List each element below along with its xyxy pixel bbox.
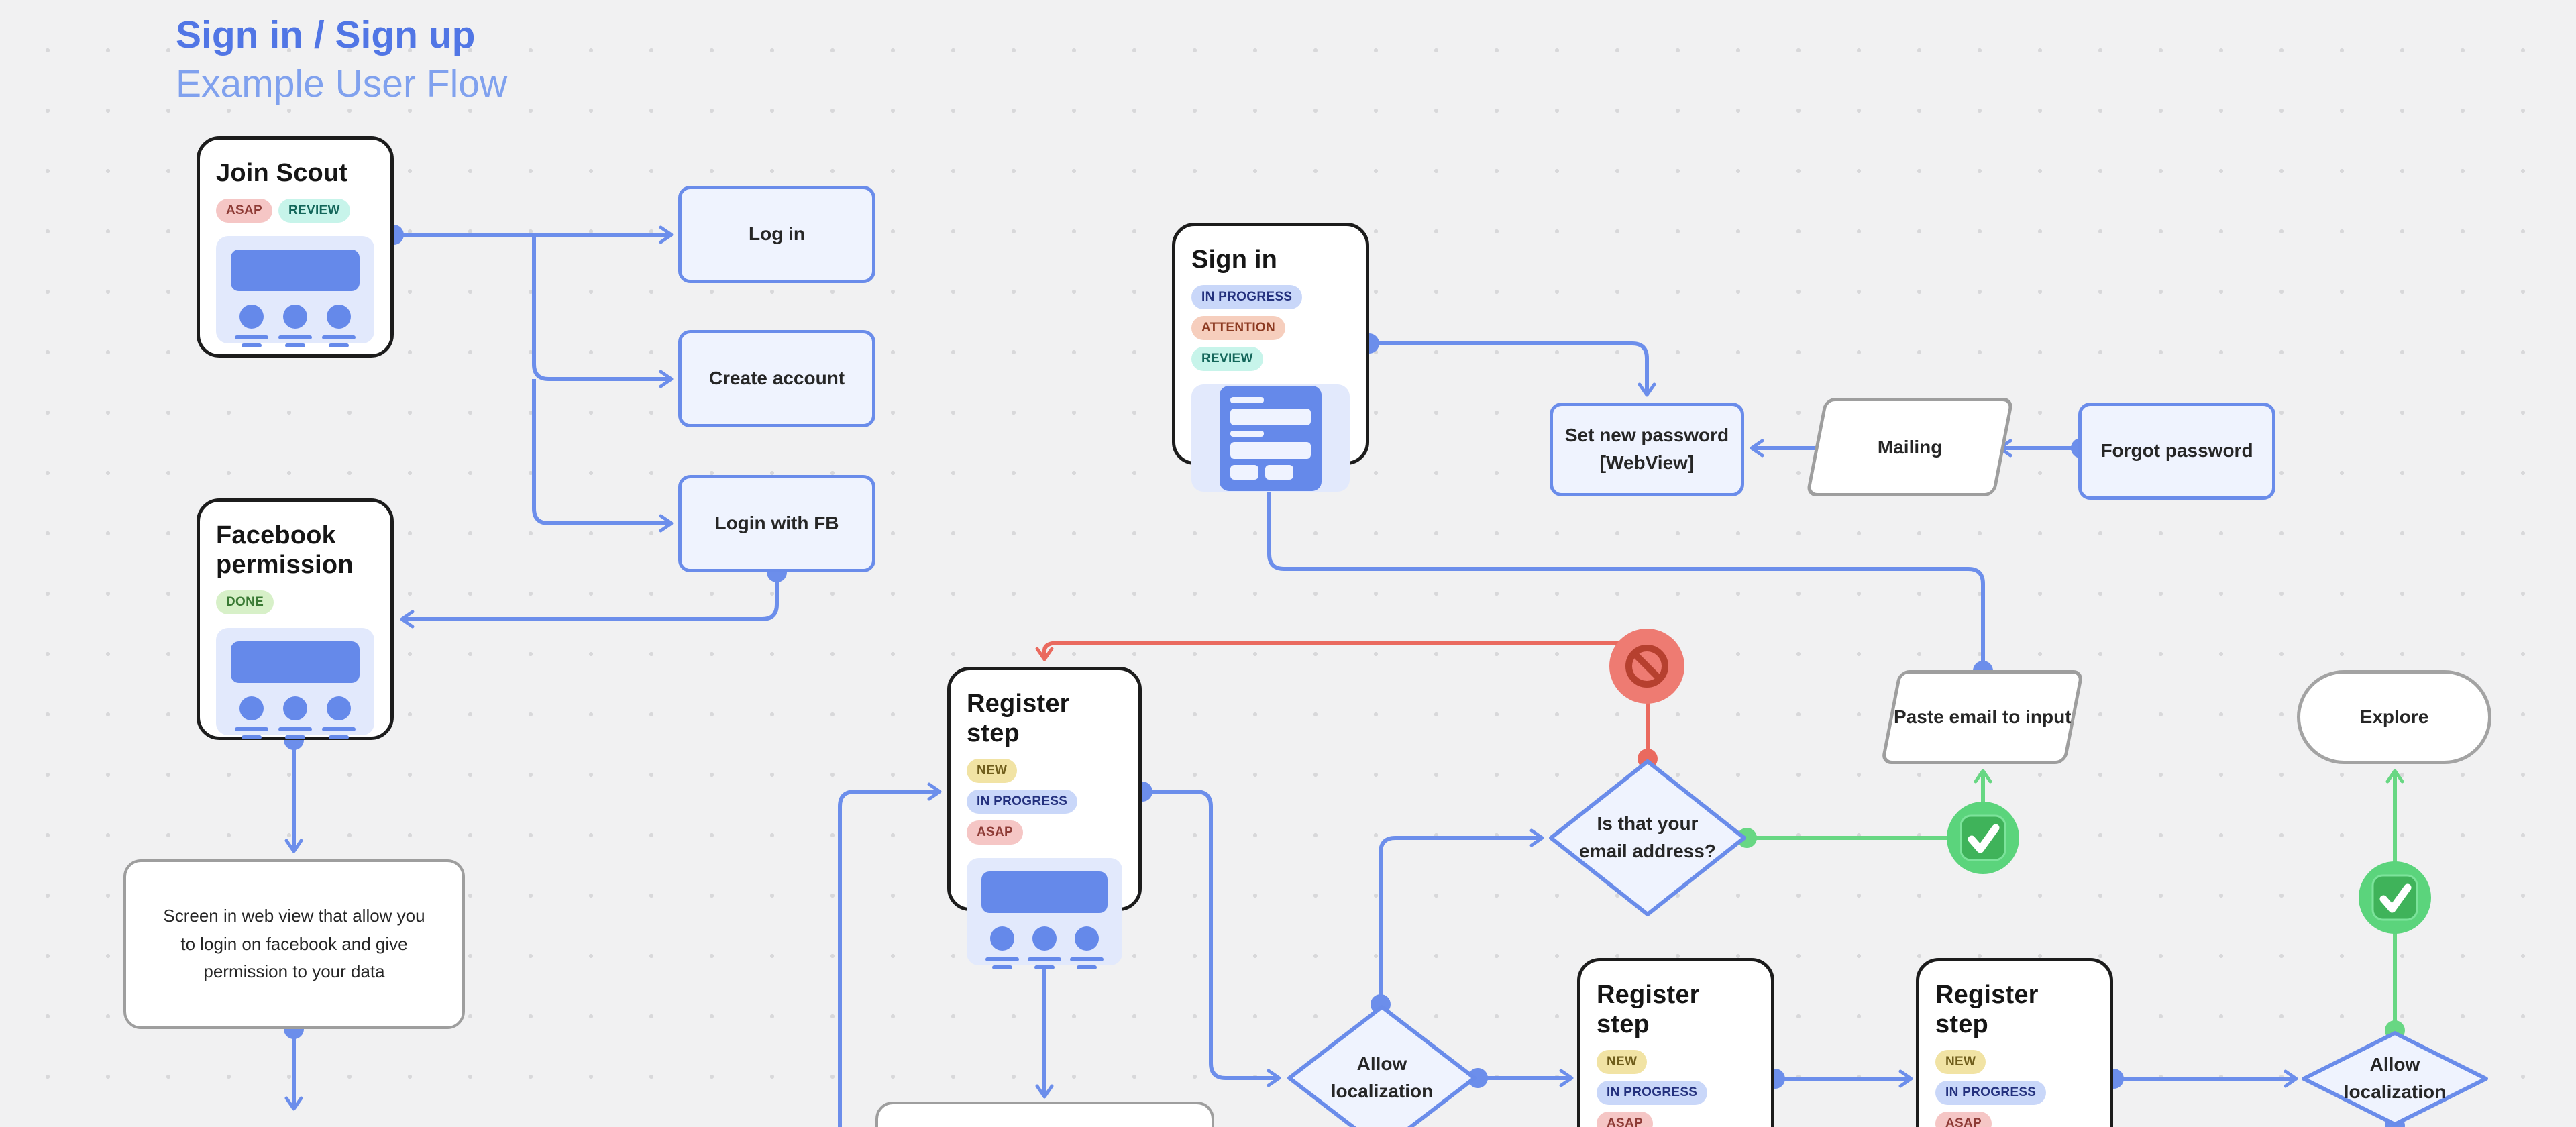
avatar-icon [322, 696, 356, 740]
explore[interactable]: Explore [2297, 670, 2491, 764]
card-title: Facebook permission [216, 521, 354, 580]
status-badge: IN PROGRESS [967, 790, 1078, 814]
wireframe-thumbnail [216, 628, 374, 740]
create-account[interactable]: Create account [678, 330, 875, 427]
status-badge: NEW [1935, 1050, 1986, 1075]
status-badge: REVIEW [1191, 347, 1263, 372]
status-badge: NEW [1597, 1050, 1648, 1075]
login-with-fb[interactable]: Login with FB [678, 475, 875, 572]
status-badge: DONE [216, 590, 274, 615]
edge-allow-loc-1-to-register-b1[interactable] [1468, 1068, 1574, 1088]
edge-branch-to-login-with-fb[interactable] [532, 379, 674, 533]
status-badge: ASAP [967, 820, 1023, 845]
card-title: Sign in [1191, 246, 1278, 274]
card-title: Register step [1935, 981, 2039, 1039]
avatar-row [231, 305, 360, 348]
avatar-icon [235, 305, 268, 348]
forgot-password[interactable]: Forgot password [2078, 402, 2275, 500]
status-badges: NEW IN PROGRESS ASAP [1935, 1050, 2094, 1127]
node-label: Log in [749, 223, 805, 245]
image-placeholder-icon [981, 871, 1108, 914]
card-title: Register step [967, 690, 1070, 748]
allow-localization-1[interactable]: Allow localization [1287, 1004, 1477, 1127]
decision-diamond [1549, 759, 1746, 916]
card-title: Join Scout [216, 159, 348, 187]
bottom-box[interactable] [875, 1102, 1214, 1127]
page-title: Sign in / Sign up Example User Flow [176, 11, 507, 109]
connector-dot[interactable] [1468, 1068, 1488, 1088]
status-badge: ATTENTION [1191, 316, 1286, 341]
screen-webview-note[interactable]: Screen in web view that allow you to log… [123, 859, 465, 1029]
log-in[interactable]: Log in [678, 186, 875, 283]
status-badge: IN PROGRESS [1597, 1081, 1708, 1106]
check-mark-icon[interactable] [1947, 802, 2019, 874]
decision-diamond [2302, 1031, 2488, 1126]
image-placeholder-icon [231, 641, 360, 684]
node-label: Screen in web view that allow you to log… [163, 906, 425, 982]
avatar-icon [985, 926, 1019, 970]
status-badges: NEW IN PROGRESS ASAP [1597, 1050, 1755, 1127]
edge-offscreen-to-register-mid[interactable] [838, 782, 942, 1127]
status-badges: NEW IN PROGRESS ASAP [967, 759, 1122, 845]
avatar-icon [1070, 926, 1104, 970]
email-decision[interactable]: Is that your email address? [1548, 759, 1747, 917]
node-label: Explore [2359, 706, 2429, 727]
avatar-icon [278, 305, 312, 348]
connector-dot[interactable] [1737, 828, 1757, 848]
status-badge: IN PROGRESS [1935, 1081, 2047, 1106]
avatar-icon [235, 696, 268, 740]
no-entry-icon[interactable] [1609, 629, 1684, 704]
decision-label: Is that your email address? [1579, 813, 1716, 861]
wireframe-thumbnail [216, 236, 374, 348]
title-line-1: Sign in / Sign up [176, 13, 476, 56]
avatar-row [231, 696, 360, 740]
status-badges: IN PROGRESS ATTENTION REVIEW [1191, 285, 1350, 372]
image-placeholder-icon [231, 250, 360, 292]
status-badge: ASAP [1597, 1112, 1653, 1127]
status-badge: ASAP [216, 199, 272, 223]
decision-label: Allow localization [2343, 1054, 2447, 1102]
node-label: Set new password [WebView] [1564, 425, 1729, 473]
status-badge: IN PROGRESS [1191, 285, 1303, 310]
node-label: Forgot password [2100, 440, 2253, 462]
status-badge: NEW [967, 759, 1018, 784]
allow-localization-2[interactable]: Allow localization [2301, 1030, 2489, 1127]
avatar-row [981, 926, 1108, 970]
title-line-2: Example User Flow [176, 62, 508, 105]
wireframe-thumbnail [967, 858, 1122, 970]
set-new-password[interactable]: Set new password [WebView] [1550, 402, 1744, 496]
check-mark-icon[interactable] [2359, 861, 2431, 934]
decision-label: Allow localization [1330, 1053, 1434, 1102]
node-label: Create account [708, 368, 845, 389]
edge-branch-to-create-account[interactable] [532, 235, 674, 388]
avatar-icon [1028, 926, 1061, 970]
decision-diamond [1287, 1005, 1477, 1127]
status-badges: DONE [216, 590, 374, 615]
status-badge: REVIEW [278, 199, 350, 223]
card-title: Register step [1597, 981, 1700, 1039]
node-label: Login with FB [714, 513, 839, 534]
sign-in[interactable]: Sign in IN PROGRESS ATTENTION REVIEW [1172, 223, 1369, 492]
status-badge: ASAP [1935, 1112, 1992, 1127]
avatar-icon [278, 696, 312, 740]
avatar-icon [322, 305, 356, 348]
